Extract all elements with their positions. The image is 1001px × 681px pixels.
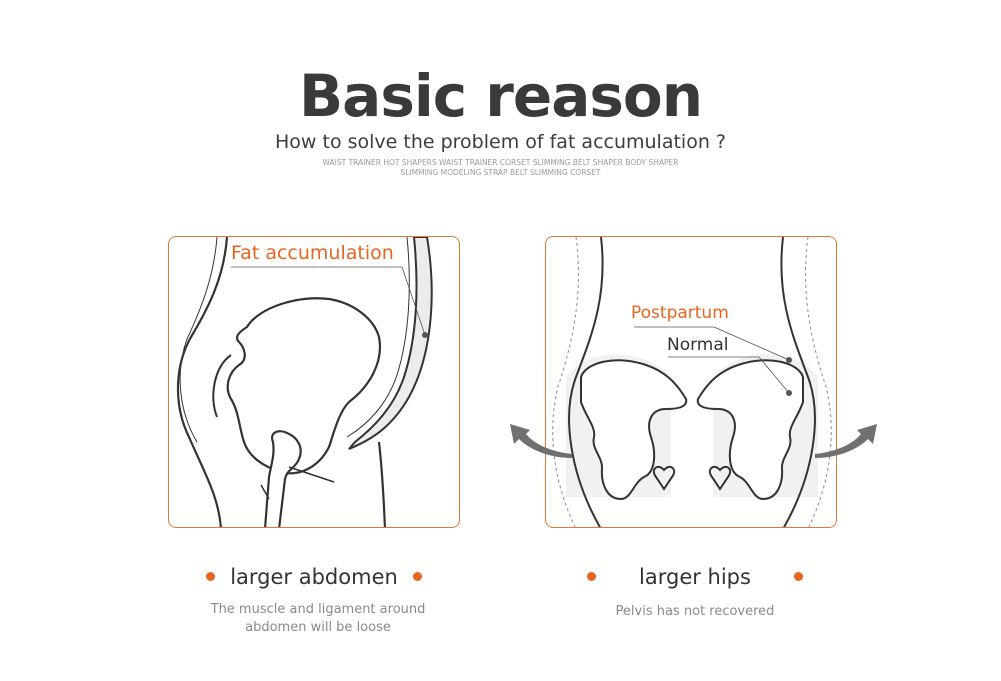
- fat-accumulation-callout: Fat accumulation: [231, 242, 394, 264]
- bullet-dot-icon: [413, 571, 423, 581]
- abdomen-illustration-panel: Fat accumulation: [168, 236, 460, 528]
- abdomen-description: The muscle and ligament around abdomen w…: [168, 601, 468, 637]
- larger-hips-label: larger hips: [639, 565, 751, 589]
- bullet-dot-icon: [587, 571, 597, 581]
- normal-callout: Normal: [667, 335, 729, 355]
- keywords-line-1: WAIST TRAINER HOT SHAPERS WAIST TRAINER …: [322, 158, 679, 167]
- expand-right-arrow-icon: [815, 424, 877, 458]
- abdomen-description-line-2: abdomen will be loose: [245, 620, 391, 635]
- abdomen-side-view-illustration: [176, 237, 433, 527]
- expand-left-arrow-icon: [510, 424, 572, 458]
- page-title: Basic reason: [298, 62, 703, 130]
- keywords-line-2: SLIMMING MODELING STRAP BELT SLIMMING CO…: [400, 168, 601, 177]
- abdomen-description-line-1: The muscle and ligament around: [210, 602, 426, 617]
- bullet-dot-icon: [793, 571, 803, 581]
- pelvis-front-view-illustration: [552, 237, 832, 527]
- page-subtitle: How to solve the problem of fat accumula…: [275, 131, 726, 153]
- hips-description: Pelvis has not recovered: [615, 604, 775, 619]
- larger-abdomen-label: larger abdomen: [230, 565, 398, 589]
- keywords-text: WAIST TRAINER HOT SHAPERS WAIST TRAINER …: [300, 158, 701, 178]
- pelvis-illustration-panel: Postpartum Normal: [545, 236, 837, 528]
- larger-hips-caption: larger hips: [545, 565, 845, 589]
- postpartum-callout: Postpartum: [631, 303, 729, 323]
- larger-abdomen-caption: larger abdomen: [168, 565, 460, 589]
- bullet-dot-icon: [205, 571, 215, 581]
